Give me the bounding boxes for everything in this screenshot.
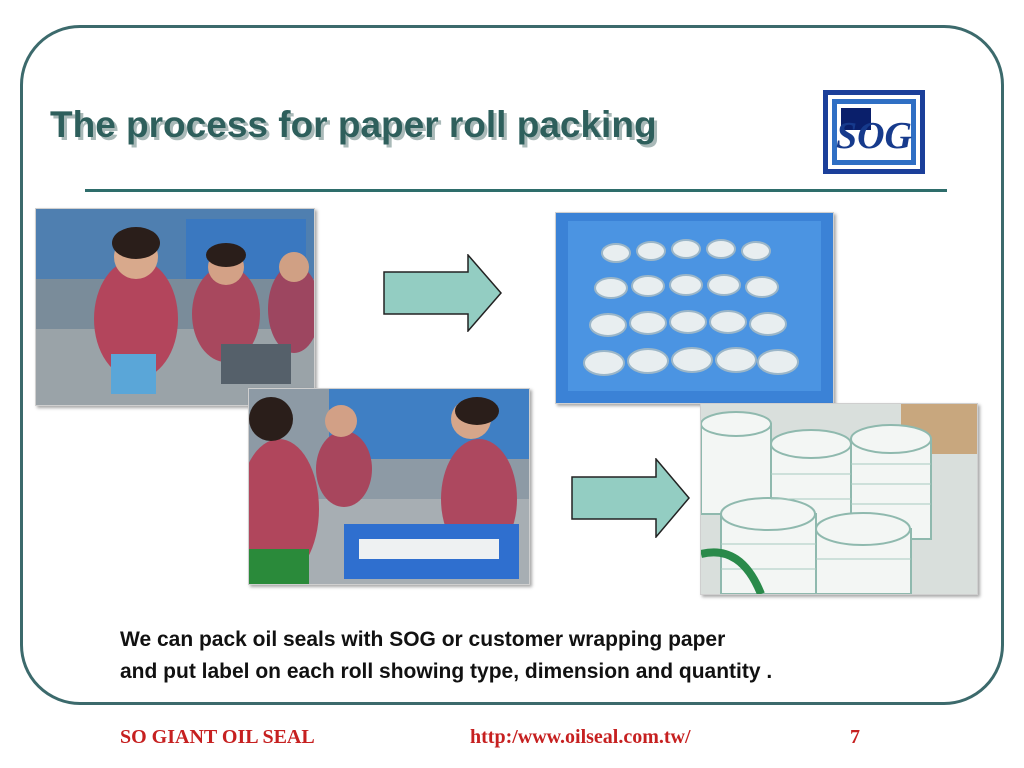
title-divider	[85, 189, 947, 192]
process-arrow-2	[571, 456, 691, 540]
slide-frame	[20, 25, 1004, 705]
sog-logo: SOG	[823, 90, 925, 174]
caption-line-1: We can pack oil seals with SOG or custom…	[120, 628, 726, 651]
process-arrow-1	[383, 252, 503, 334]
crate-of-wrapped-rolls-photo	[555, 212, 834, 404]
paper-rolls-closeup-photo	[700, 403, 978, 595]
caption-line-2: and put label on each roll showing type,…	[120, 660, 773, 683]
workers-wrapping-seals-photo	[35, 208, 315, 406]
slide-title: The process for paper roll packing	[50, 104, 657, 145]
slide-caption: We can pack oil seals with SOG or custom…	[120, 624, 772, 688]
footer-company: SO GIANT OIL SEAL	[120, 726, 315, 748]
workers-labeling-rolls-photo	[248, 388, 530, 585]
page-number: 7	[850, 726, 860, 748]
svg-text:SOG: SOG	[836, 115, 913, 157]
footer-url[interactable]: http:/www.oilseal.com.tw/	[470, 726, 691, 748]
